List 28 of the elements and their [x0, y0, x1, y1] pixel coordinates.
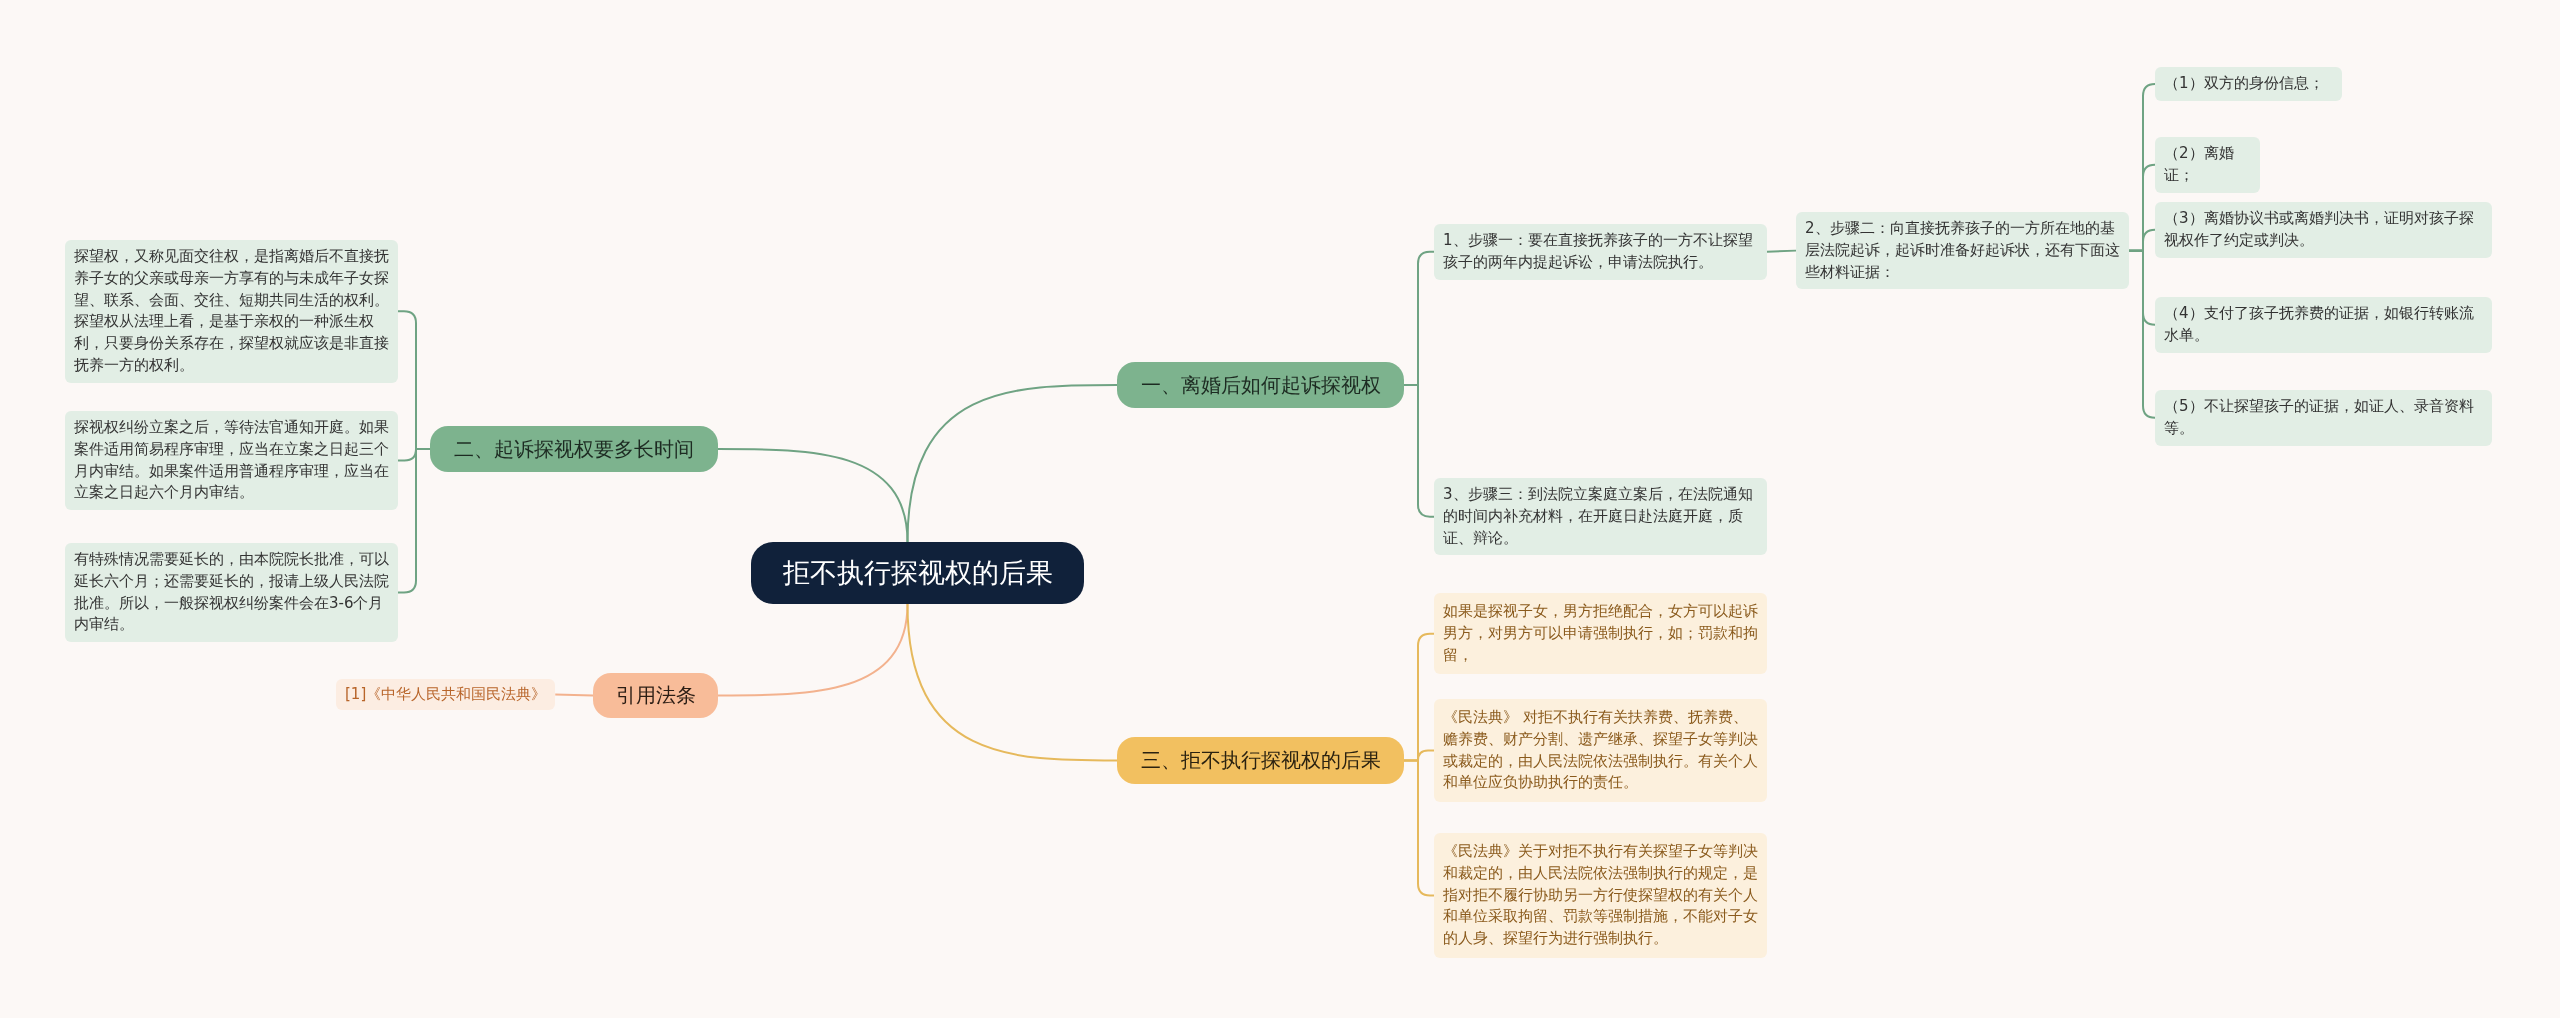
subtopic-card: （1）双方的身份信息； — [2155, 67, 2342, 101]
citation-card: [1]《中华人民共和国民法典》 — [336, 679, 556, 710]
connector-line — [2128, 249, 2156, 419]
connector-line — [906, 384, 1118, 543]
subtopic-card: 2、步骤二：向直接抚养孩子的一方所在地的基层法院起诉，起诉时准备好起诉状，还有下面这些材料证据： — [1796, 212, 2129, 290]
connector-line — [717, 448, 909, 543]
subtopic-card: （4）支付了孩子抚养费的证据，如银行转账流水单。 — [2155, 297, 2492, 353]
connector-line — [397, 448, 431, 594]
connector-line — [554, 693, 594, 697]
connector-line — [906, 603, 1118, 762]
subtopic-card: 探视权纠纷立案之后，等待法官通知开庭。如果案件适用简易程序审理，应当在立案之日起三个月内审结。如果案件适用普通程序审理，应当在立案之日起六个月内审结。 — [65, 411, 398, 510]
subtopic-card: 《民法典》 对拒不执行有关扶养费、抚养费、赡养费、财产分割、遗产继承、探望子女等判决或裁定的，由人民法院依法强制执行。有关个人和单位应负协助执行的责任。 — [1434, 699, 1767, 802]
main-topic: 引用法条 — [593, 673, 718, 718]
subtopic-card: 探望权，又称见面交往权，是指离婚后不直接抚养子女的父亲或母亲一方享有的与未成年子女探望、联系、会面、交往、短期共同生活的权利。探望权从法理上看，是基于亲权的一种派生权利，只要身份关系存在，探望权就应该是非直接抚养一方的权利。 — [65, 240, 398, 383]
subtopic-card: 如果是探视子女，男方拒绝配合，女方可以起诉男方，对男方可以申请强制执行，如；罚款和拘留， — [1434, 593, 1767, 675]
main-topic: 三、拒不执行探视权的后果 — [1117, 737, 1404, 784]
subtopic-card: 有特殊情况需要延长的，由本院院长批准，可以延长六个月；还需要延长的，报请上级人民法院批准。所以，一般探视权纠纷案件会在3-6个月内审结。 — [65, 543, 398, 642]
subtopic-card: 《民法典》关于对拒不执行有关探望子女等判决和裁定的，由人民法院依法强制执行的规定，是指对拒不履行协助另一方行使探望权的有关个人和单位采取拘留、罚款等强制措施，不能对子女的人身、探望行为进行强制执行。 — [1434, 833, 1767, 958]
central-topic: 拒不执行探视权的后果 — [751, 542, 1084, 604]
subtopic-card: 1、步骤一：要在直接抚养孩子的一方不让探望孩子的两年内提起诉讼，申请法院执行。 — [1434, 224, 1767, 280]
subtopic-card: （3）离婚协议书或离婚判决书，证明对孩子探视权作了约定或判决。 — [2155, 202, 2492, 258]
subtopic-card: （5）不让探望孩子的证据，如证人、录音资料等。 — [2155, 390, 2492, 446]
subtopic-card: 3、步骤三：到法院立案庭立案后，在法院通知的时间内补充材料，在开庭日赴法庭开庭，质证、辩论。 — [1434, 478, 1767, 556]
connector-line — [717, 603, 909, 697]
main-topic: 二、起诉探视权要多长时间 — [430, 426, 718, 472]
main-topic: 一、离婚后如何起诉探视权 — [1117, 362, 1404, 408]
subtopic-card: （2）离婚证； — [2155, 137, 2260, 193]
connector-line — [1766, 249, 1797, 253]
